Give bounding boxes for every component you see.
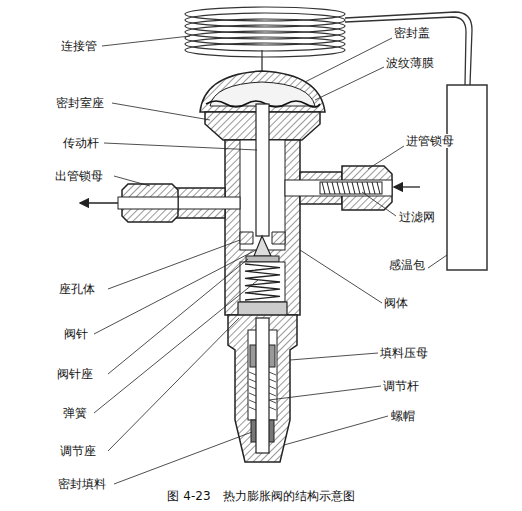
outlet-channel [170,197,240,209]
part-label: 连接管 [60,39,98,53]
capillary-tube [261,58,262,72]
part-label: 进管锁母 [405,134,455,148]
part-label: 密封填料 [57,477,107,491]
thread [249,407,256,410]
filter-mesh [377,182,380,194]
inlet-channel [285,180,392,196]
bottom-cap-nut [228,315,297,462]
flow-arrow [394,186,420,187]
filter-mesh [357,182,360,194]
thread [249,372,256,375]
part-label: 弹簧 [62,406,88,420]
part-label: 密封室座 [55,96,105,110]
filter-mesh [352,182,355,194]
part-label: 螺帽 [390,409,416,423]
push-rod [256,104,269,236]
adjusting-rod [256,318,269,453]
part-label: 填料压母 [379,346,429,360]
leader-lines [94,36,447,484]
part-label: 传动杆 [62,136,100,150]
part-label: 出管锁母 [54,169,104,183]
sensing-bulb [447,85,487,270]
thread [269,379,276,382]
capillary-tube [345,17,466,85]
thread [249,379,256,382]
thread [249,400,256,403]
filter-mesh [327,182,330,194]
filter-mesh [322,182,325,194]
filter-outline [320,182,382,194]
valve-needle [254,236,271,256]
figure-caption: 图 4-23 热力膨胀阀的结构示意图 [167,489,354,503]
part-label: 密封盖 [393,26,431,40]
part-label: 波纹薄膜 [385,56,435,70]
coil-winding [185,43,345,57]
needle-seat [246,256,279,262]
part-label: 座孔体 [58,282,96,296]
coil-tube [185,7,345,58]
thread [269,407,276,410]
filter-mesh [367,182,370,194]
filter-mesh [347,182,350,194]
part-label: 过滤网 [398,210,436,224]
filter-screen [320,182,382,194]
filter-mesh [332,182,335,194]
part-label: 调节座 [59,444,97,458]
spring-cavity [240,262,285,302]
thread [269,386,276,389]
spring [245,264,280,300]
part-label: 阀针座 [56,367,94,381]
thread [249,386,256,389]
part-label: 调节杆 [382,379,420,393]
coil-winding [185,37,345,51]
thread [249,393,256,396]
outlet-tube [118,197,178,209]
thread [269,400,276,403]
part-label: 阀针 [63,327,89,341]
filter-mesh [342,182,345,194]
capillary-tube [345,12,472,85]
filter-mesh [337,182,340,194]
part-label: 阀体 [383,296,409,310]
flow-arrow [80,202,118,203]
thread-lines [249,372,276,410]
thread [269,372,276,375]
coil-winding [261,50,262,58]
part-label: 感温包 [388,258,426,272]
thread [269,393,276,396]
filter-mesh [372,182,375,194]
